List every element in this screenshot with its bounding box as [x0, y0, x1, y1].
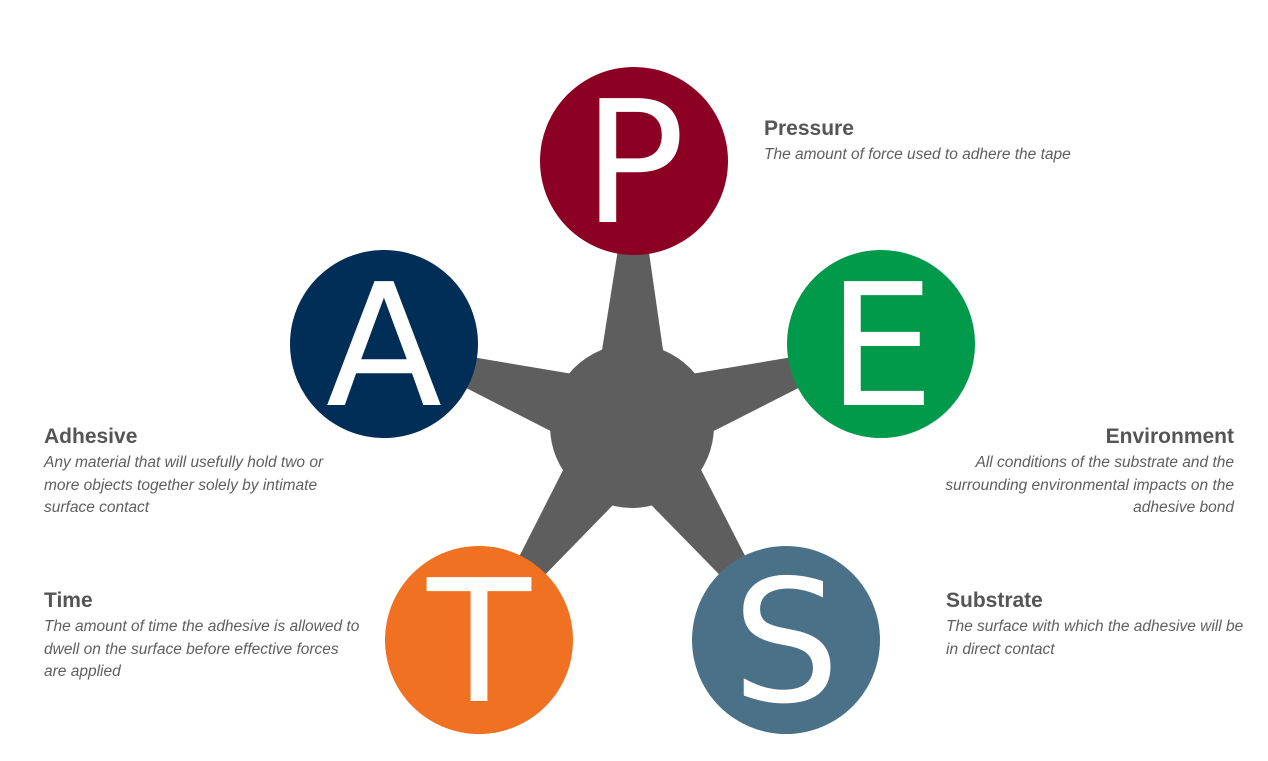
adhesive-label: Adhesive Any material that will usefully… [44, 424, 334, 520]
substrate-circle [692, 546, 880, 734]
pressure-label: Pressure The amount of force used to adh… [764, 116, 1184, 167]
adhesive-title: Adhesive [44, 425, 138, 448]
pressure-circle [540, 67, 728, 255]
center-hub [550, 344, 714, 508]
time-title: Time [44, 589, 93, 612]
time-label: Time The amount of time the adhesive is … [44, 588, 362, 684]
environment-title: Environment [1105, 425, 1234, 448]
node-pressure: P [540, 65, 728, 263]
pressure-letter: P [583, 65, 686, 263]
substrate-label: Substrate The surface with which the adh… [946, 588, 1256, 661]
adhesive-letter: A [326, 248, 442, 446]
substrate-description: The surface with which the adhesive will… [946, 618, 1244, 658]
substrate-title: Substrate [946, 589, 1043, 612]
time-circle [385, 546, 573, 734]
environment-label: Environment All conditions of the substr… [920, 424, 1234, 520]
pressure-description: The amount of force used to adhere the t… [764, 146, 1071, 163]
environment-letter: E [827, 248, 934, 446]
node-environment: E [787, 248, 975, 446]
node-adhesive: A [290, 248, 478, 446]
adhesive-circle [290, 250, 478, 438]
node-time: T [385, 544, 573, 742]
environment-circle [787, 250, 975, 438]
adhesive-description: Any material that will usefully hold two… [44, 454, 324, 516]
time-description: The amount of time the adhesive is allow… [44, 618, 360, 680]
pressure-title: Pressure [764, 117, 854, 140]
substrate-letter: S [732, 544, 840, 742]
environment-description: All conditions of the substrate and the … [945, 454, 1234, 516]
time-letter: T [426, 544, 532, 742]
node-substrate: S [692, 544, 880, 742]
